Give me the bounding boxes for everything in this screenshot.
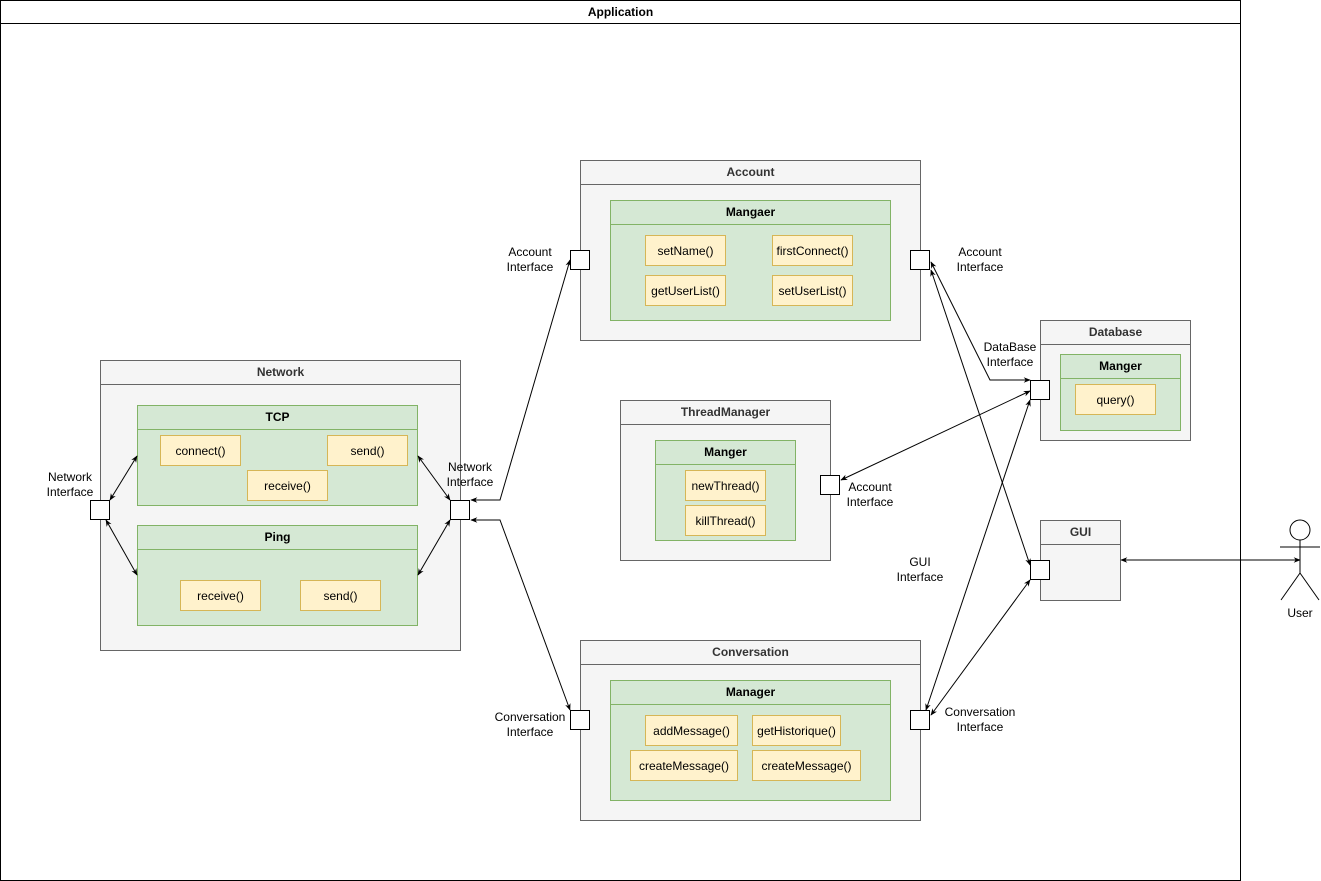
conversation-to-gui-connector: [930, 579, 1031, 716]
thread-manager-component-title: Manger: [656, 441, 795, 465]
tcp-connect-method: connect(): [160, 435, 241, 466]
thread-manager-package-title: ThreadManager: [621, 401, 830, 425]
first-connect-method: firstConnect(): [772, 235, 853, 266]
ping-send-method: send(): [300, 580, 381, 611]
conversation-left-port: [570, 710, 590, 730]
conversation-manager-title: Manager: [611, 681, 890, 705]
application-title: Application: [0, 0, 1241, 24]
net-left-to-tcp-connector: [109, 455, 138, 501]
account-right-port: [910, 250, 930, 270]
gui-package-title: GUI: [1041, 521, 1120, 545]
network-package-title: Network: [101, 361, 460, 385]
get-user-list-method: getUserList(): [645, 275, 726, 306]
conversation-right-port: [910, 710, 930, 730]
network-right-port: [450, 500, 470, 520]
network-left-port: [90, 500, 110, 520]
database-port: [1030, 380, 1050, 400]
database-package-title: Database: [1041, 321, 1190, 345]
gui-port: [1030, 560, 1050, 580]
set-user-list-method: setUserList(): [772, 275, 853, 306]
account-manager-title: Mangaer: [611, 201, 890, 225]
user-actor-label: User: [1287, 606, 1313, 620]
tcp-receive-method: receive(): [247, 470, 328, 501]
network-to-conversation-connector: [470, 517, 571, 711]
account-to-gui-connector: [930, 269, 1031, 566]
tcp-send-method: send(): [327, 435, 408, 466]
net-right-to-ping-connector: [417, 519, 451, 576]
account-package-title: Account: [581, 161, 920, 185]
set-name-method: setName(): [645, 235, 726, 266]
database-manager-title: Manger: [1061, 355, 1180, 379]
new-thread-method: newThread(): [685, 470, 766, 501]
create-message-method-1: createMessage(): [630, 750, 738, 781]
user-actor-icon: [1280, 519, 1320, 601]
network-to-account-connector: [470, 259, 571, 503]
thread-to-database-connector: [840, 390, 1031, 481]
tcp-component-title: TCP: [138, 406, 417, 430]
account-left-port: [570, 250, 590, 270]
create-message-method-2: createMessage(): [752, 750, 861, 781]
ping-receive-method: receive(): [180, 580, 261, 611]
add-message-method: addMessage(): [645, 715, 738, 746]
ping-component-title: Ping: [138, 526, 417, 550]
kill-thread-method: killThread(): [685, 505, 766, 536]
thread-manager-port: [820, 475, 840, 495]
net-right-to-tcp-connector: [417, 455, 451, 501]
net-left-to-ping-connector: [105, 519, 138, 576]
query-method: query(): [1075, 384, 1156, 415]
get-historique-method: getHistorique(): [752, 715, 841, 746]
conversation-package-title: Conversation: [581, 641, 920, 665]
